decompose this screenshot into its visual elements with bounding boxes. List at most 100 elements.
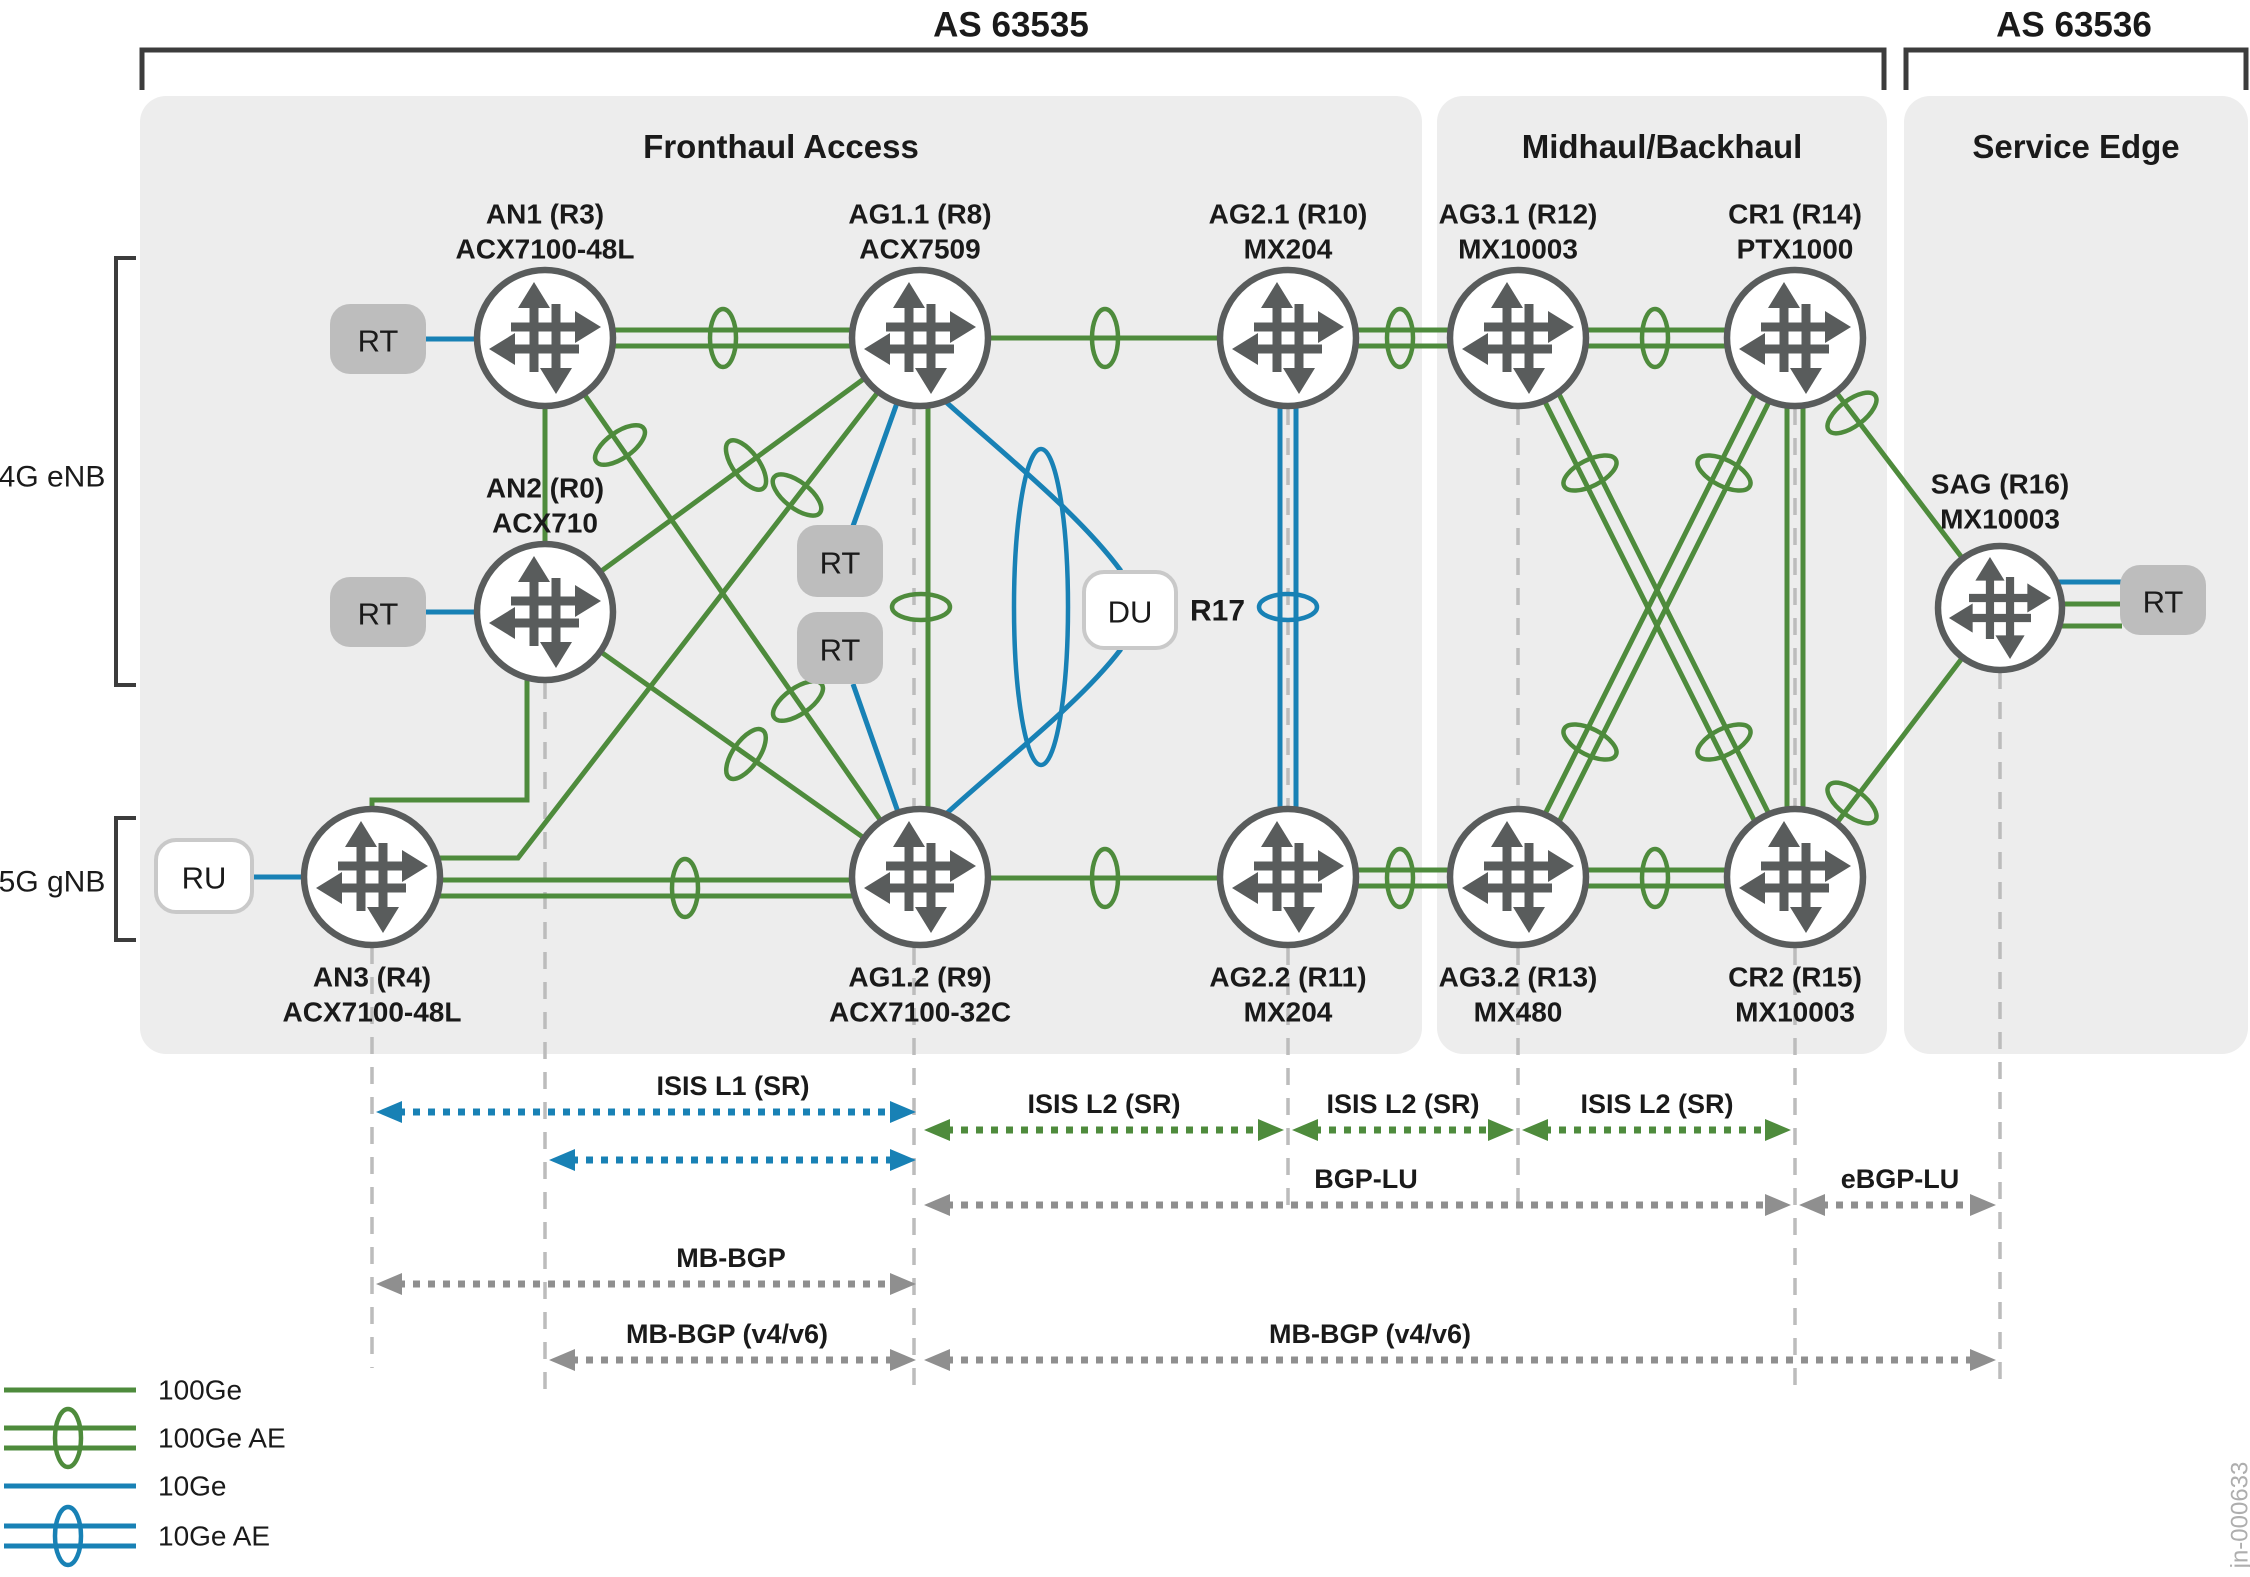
- ae-bundle-marker: [1825, 390, 1879, 436]
- router-icon: [864, 821, 976, 933]
- router-AG3.2: [1446, 805, 1590, 949]
- as-bracket-1: [1903, 47, 2249, 90]
- ae-bundle-marker: [592, 422, 648, 468]
- arrowhead-left: [924, 1119, 950, 1141]
- ae-bundle-marker: [1695, 453, 1753, 493]
- box-RT3: [797, 525, 883, 597]
- legend-label: 10Ge AE: [158, 1521, 270, 1552]
- box-RU: [154, 838, 254, 914]
- router-AG1.2: [848, 805, 992, 949]
- ae-bundle-marker: [723, 726, 769, 782]
- as-label: AS 63535: [933, 6, 1089, 45]
- router-icon-arrowhead: [367, 907, 399, 933]
- router-icon-arrowhead: [1975, 556, 2005, 581]
- router-icon-arrowhead: [1948, 603, 1973, 633]
- router-icon-arrowhead: [864, 872, 890, 904]
- arrowhead-left: [1522, 1119, 1548, 1141]
- router-icon: [489, 556, 601, 668]
- ae-bundle-marker: [1695, 722, 1753, 762]
- router-icon: [316, 821, 428, 933]
- ae-bundle-marker: [1561, 453, 1619, 493]
- ae-bundle-marker: [1256, 591, 1320, 623]
- router-circle: [473, 540, 617, 684]
- link-cr1-sag: [1834, 390, 1965, 561]
- router-icon-arrowhead: [489, 607, 515, 639]
- router-label-model: MX480: [1474, 997, 1563, 1028]
- router-label-model: PTX1000: [1737, 234, 1854, 265]
- router-label-model: ACX7100-48L: [283, 997, 462, 1028]
- arrowhead-right: [890, 1349, 916, 1371]
- router-icon-arrowhead: [950, 311, 976, 343]
- arrowhead-left: [549, 1349, 575, 1371]
- router-icon-arrowhead: [893, 821, 925, 847]
- router-icon-arrowhead: [1283, 368, 1315, 394]
- router-AG1.1: [848, 266, 992, 410]
- router-icon-arrowhead: [1232, 872, 1258, 904]
- router-circle: [1216, 805, 1360, 949]
- router-icon: [1232, 821, 1344, 933]
- panel-title: Service Edge: [1972, 128, 2179, 165]
- router-circle: [473, 266, 617, 410]
- protocol-label-isis-l2-c: ISIS L2 (SR): [1580, 1089, 1733, 1119]
- ae-bundle-marker: [723, 438, 769, 492]
- router-AN1: [473, 266, 617, 410]
- side-group-label: 5G gNB: [0, 866, 105, 899]
- router-icon-arrowhead: [1232, 333, 1258, 365]
- router-icon-arrowhead: [540, 368, 572, 394]
- router-label-model: ACX7509: [859, 234, 980, 265]
- router-icon-arrowhead: [864, 333, 890, 365]
- router-icon-arrowhead: [1995, 635, 2025, 660]
- arrowhead-right: [1765, 1119, 1791, 1141]
- protocol-label-bgp-lu: BGP-LU: [1314, 1164, 1418, 1194]
- router-AG2.2: [1216, 805, 1360, 949]
- router-circle: [1446, 266, 1590, 410]
- panel-title: Midhaul/Backhaul: [1522, 128, 1803, 165]
- router-icon-arrowhead: [489, 333, 515, 365]
- router-icon-arrowhead: [1548, 311, 1574, 343]
- figure-id-watermark: jn-000633: [2227, 1462, 2250, 1570]
- router-label-name: AG2.1 (R10): [1209, 199, 1368, 230]
- link-ag3.1-cr2: [1542, 400, 1758, 823]
- router-icon: [864, 282, 976, 394]
- ae-bundle-marker: [1089, 306, 1121, 370]
- router-icon-arrowhead: [1318, 850, 1344, 882]
- protocol-label-mb-bgp-v4v6-left: MB-BGP (v4/v6): [626, 1319, 828, 1349]
- ae-bundle-marker: [669, 856, 701, 920]
- box-label-RT3: RT: [820, 546, 861, 581]
- router-label-model: MX10003: [1458, 234, 1578, 265]
- link-ag1.1-rt3: [850, 402, 900, 527]
- router-icon-arrowhead: [1790, 907, 1822, 933]
- du-node-id-label: R17: [1190, 595, 1245, 628]
- router-circle: [848, 805, 992, 949]
- router-label-model: MX10003: [1940, 504, 2060, 535]
- arrowhead-right: [1970, 1349, 1996, 1371]
- router-icon-arrowhead: [1491, 282, 1523, 308]
- router-circle: [1446, 805, 1590, 949]
- router-icon-arrowhead: [575, 585, 601, 617]
- router-icon-arrowhead: [1513, 368, 1545, 394]
- router-circle: [1723, 805, 1867, 949]
- arrowhead-left: [549, 1149, 575, 1171]
- router-label-name: AN3 (R4): [313, 962, 431, 993]
- router-AN2: [473, 540, 617, 684]
- router-SAG: [1934, 542, 2066, 674]
- ae-bundle-marker: [707, 306, 739, 370]
- arrowhead-left: [376, 1273, 402, 1295]
- router-label-model: MX10003: [1735, 997, 1855, 1028]
- arrowhead-left: [1799, 1194, 1825, 1216]
- protocol-label-mb-bgp: MB-BGP: [676, 1243, 786, 1273]
- link-an2-ag1.2: [599, 649, 866, 841]
- router-circle: [1934, 542, 2066, 674]
- box-RT1: [330, 304, 426, 374]
- router-label-name: AN2 (R0): [486, 473, 604, 504]
- ae-bundle-marker: [1825, 780, 1879, 826]
- router-icon-arrowhead: [1283, 907, 1315, 933]
- router-icon-arrowhead: [345, 821, 377, 847]
- box-label-RT1: RT: [358, 324, 399, 359]
- arrowhead-right: [1488, 1119, 1514, 1141]
- protocol-label-ebgp-lu: eBGP-LU: [1841, 1164, 1960, 1194]
- router-circle: [1216, 266, 1360, 410]
- router-icon-arrowhead: [518, 282, 550, 308]
- link-an3-ag1.1: [440, 390, 880, 861]
- arrowhead-right: [1970, 1194, 1996, 1216]
